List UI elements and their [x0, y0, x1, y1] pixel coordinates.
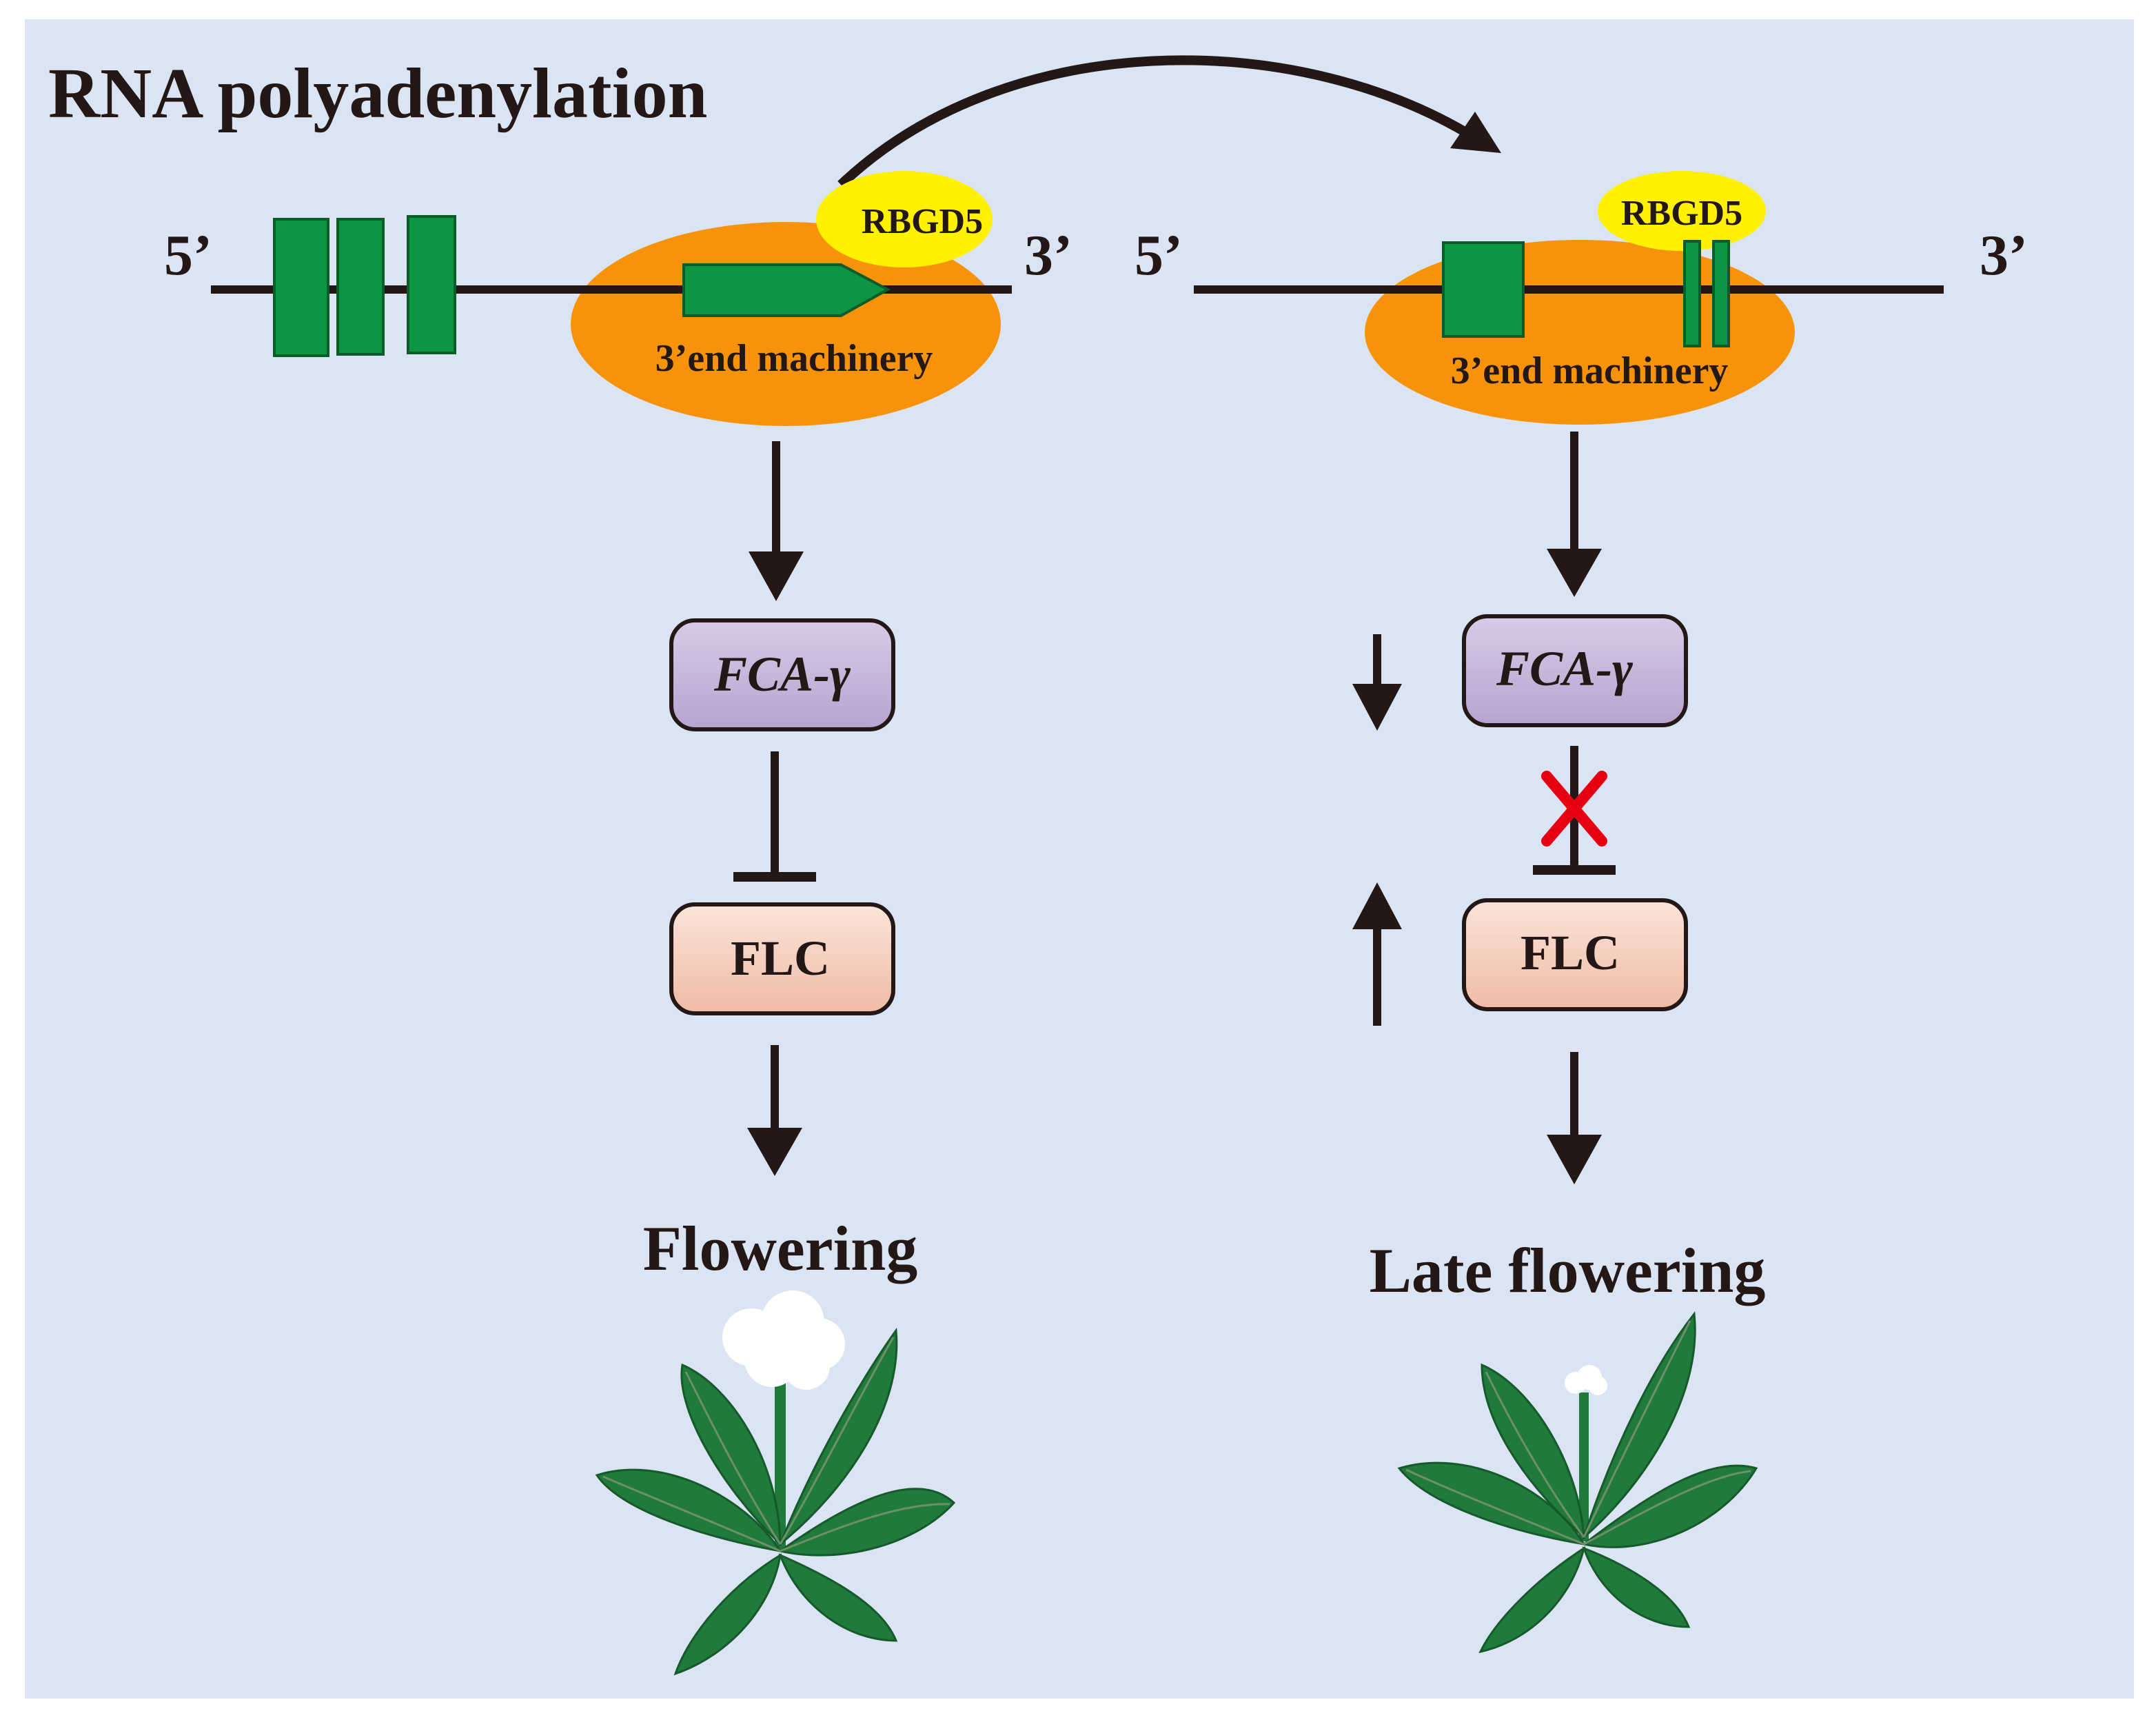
- left-three-prime: 3’: [1024, 223, 1072, 287]
- left-fca-label: FCA-γ: [713, 647, 851, 702]
- right-machinery-label: 3’end machinery: [1451, 350, 1729, 392]
- diagram-title: RNA polyadenylation: [48, 54, 707, 133]
- right-exon-1: [1442, 241, 1525, 338]
- left-arrow-to-fca-head: [749, 551, 804, 601]
- left-3end-machinery: [571, 222, 1001, 426]
- right-exon-2: [1683, 240, 1701, 347]
- right-fca-box: [1462, 614, 1688, 727]
- left-five-prime: 5’: [164, 223, 212, 287]
- right-fca-label: FCA-γ: [1496, 641, 1633, 696]
- left-arrow-to-outcome-head: [747, 1128, 802, 1176]
- left-rbgd5-ellipse: [816, 171, 993, 267]
- right-rbgd5-label: RBGD5: [1621, 194, 1742, 233]
- left-fca-box: [669, 618, 895, 731]
- left-exon-3: [407, 215, 456, 354]
- left-exon-1: [273, 218, 329, 357]
- left-exon-2: [336, 218, 385, 356]
- right-three-prime: 3’: [1980, 223, 2028, 287]
- left-pathway: RBGD5 5’ 3’ 3’end machinery FCA-γ FLC Fl…: [164, 171, 1072, 1676]
- right-3end-machinery: [1365, 240, 1795, 425]
- left-exon-arrow: [682, 263, 891, 317]
- blocked-cross-icon: [1541, 771, 1607, 847]
- right-rbgd5-ellipse: [1598, 171, 1766, 251]
- right-five-prime: 5’: [1135, 223, 1183, 287]
- fca-decrease-arrow-icon: [1352, 634, 1402, 731]
- right-plant-icon: [1397, 1311, 1758, 1654]
- left-flc-box: [669, 902, 895, 1015]
- right-exon-3: [1712, 240, 1730, 347]
- transfer-arrow: [837, 55, 1501, 189]
- left-outcome-label: Flowering: [643, 1213, 918, 1284]
- right-arrow-to-fca-head: [1547, 549, 1602, 597]
- left-plant-icon: [595, 1290, 956, 1676]
- right-outcome-label: Late flowering: [1370, 1235, 1766, 1306]
- right-flc-box: [1462, 898, 1688, 1011]
- left-flc-label: FLC: [731, 931, 830, 986]
- right-arrow-to-outcome-head: [1547, 1135, 1602, 1184]
- flc-increase-arrow-icon: [1352, 882, 1402, 1026]
- right-flc-label: FLC: [1521, 925, 1620, 980]
- right-pathway: RBGD5 5’ 3’ 3’end machinery FCA-γ FLC: [1135, 171, 2028, 1654]
- left-rbgd5-label: RBGD5: [862, 202, 983, 241]
- left-machinery-label: 3’end machinery: [655, 337, 933, 380]
